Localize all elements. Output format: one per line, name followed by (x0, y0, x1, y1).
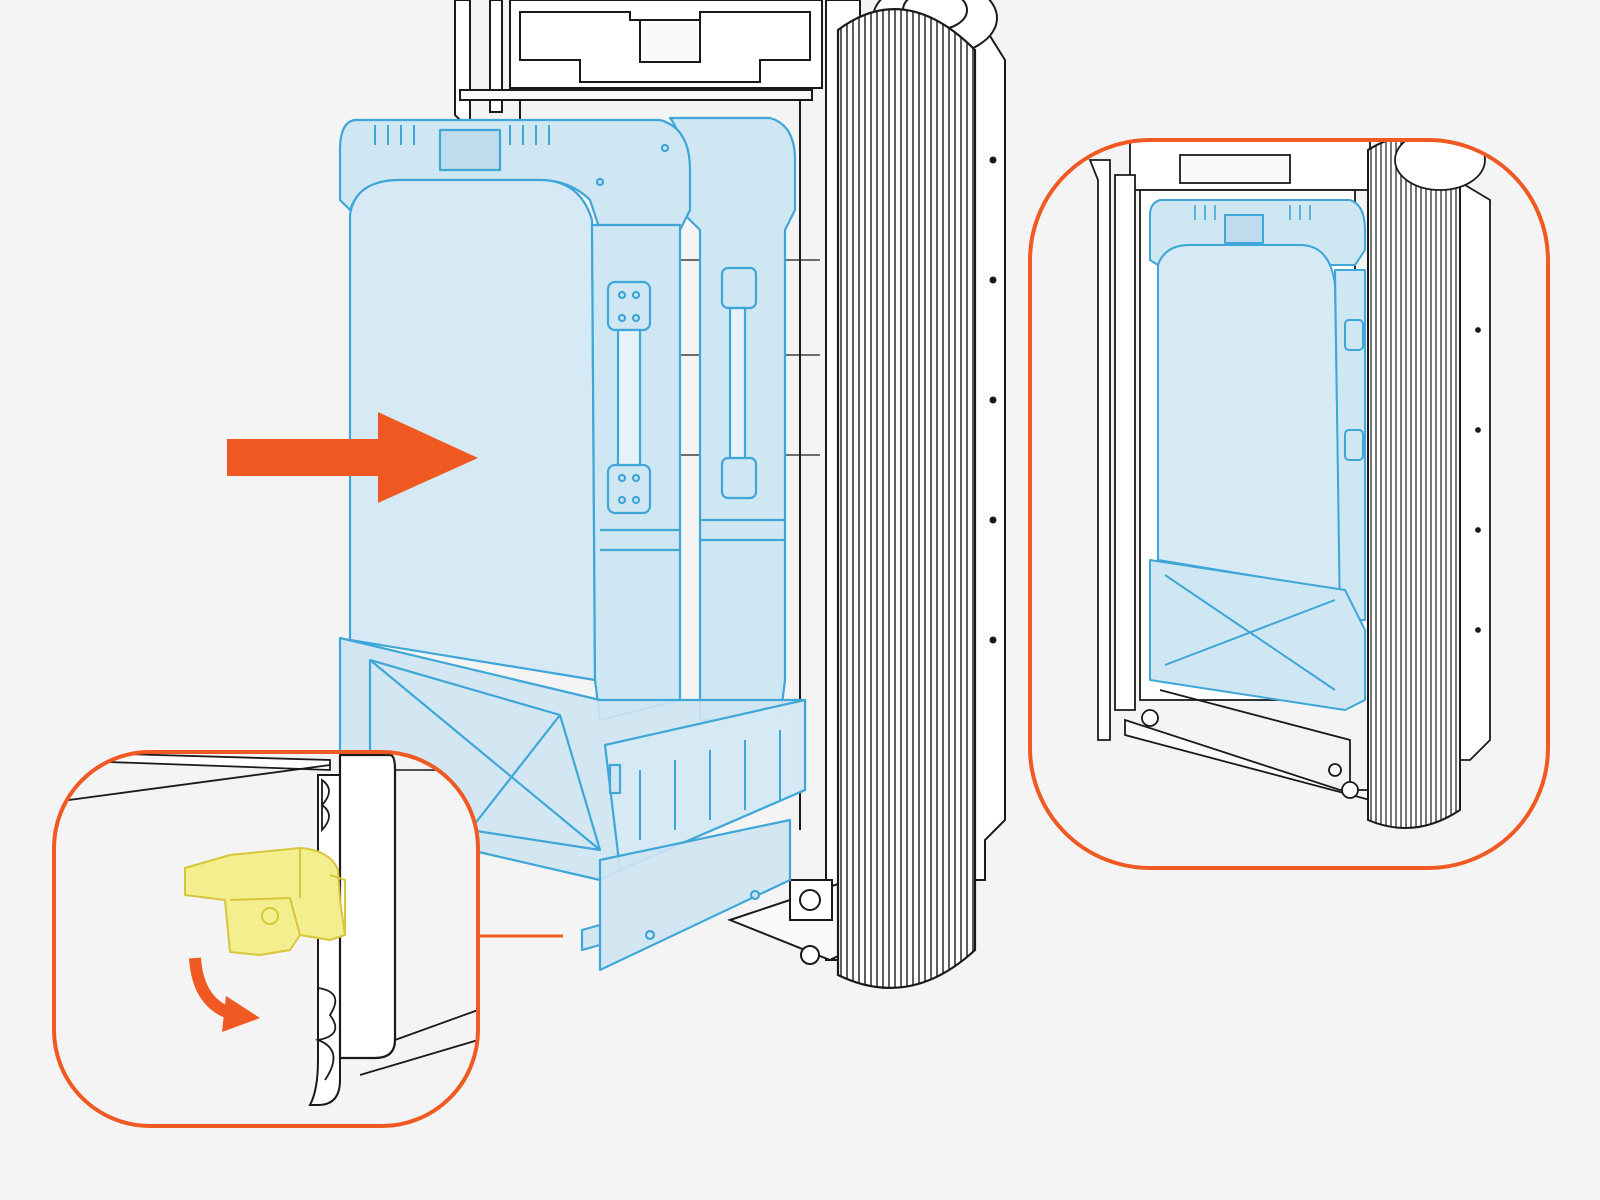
latch-icon (184, 847, 346, 956)
battery-module-front (338, 118, 692, 722)
arrow-right-icon (227, 412, 478, 503)
curved-arrow-icon (189, 957, 260, 1032)
latch-detail-callout (52, 750, 480, 1128)
ribbed-column (836, 8, 977, 989)
installed-detail-callout (1028, 138, 1550, 870)
